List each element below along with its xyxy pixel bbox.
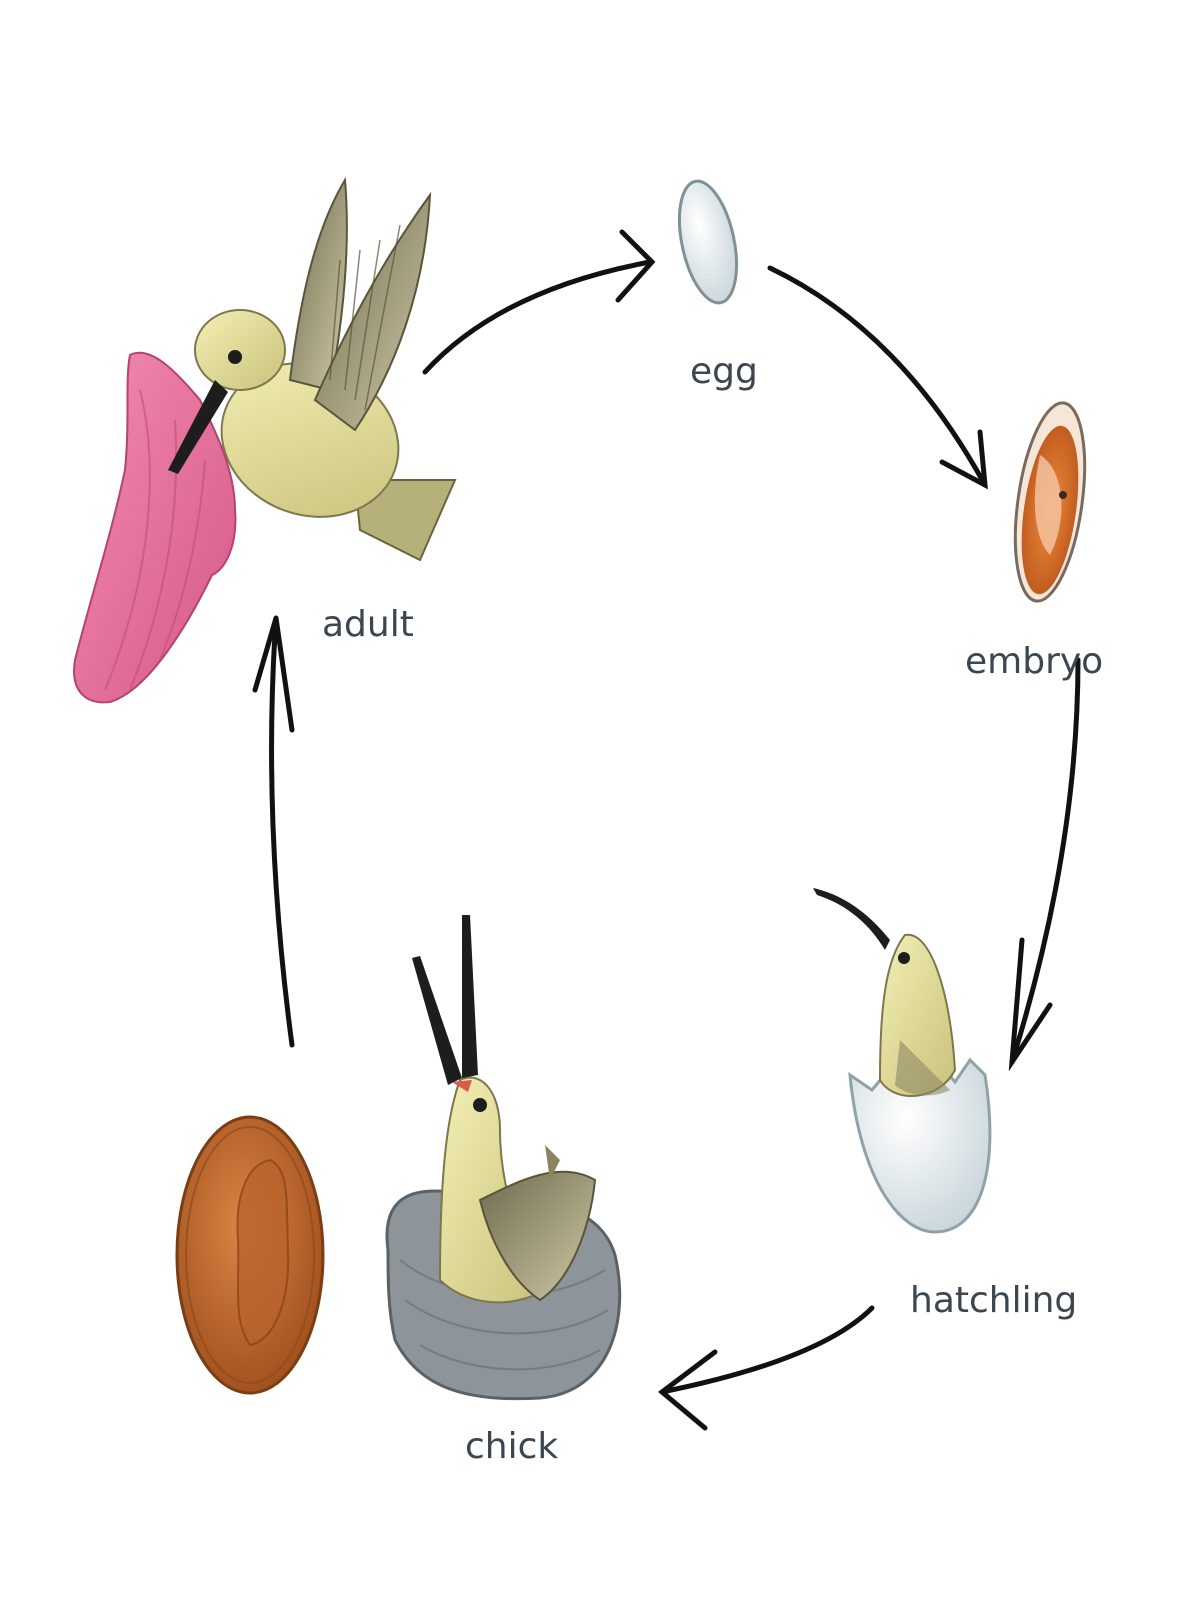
- arrow-hatchling-to-chick: [657, 1305, 875, 1431]
- label-egg: egg: [690, 351, 758, 392]
- embryo-illustration: [1013, 401, 1087, 603]
- penny-coin-illustration: [175, 1115, 325, 1395]
- label-chick: chick: [465, 1426, 558, 1467]
- hatchling-illustration: [813, 888, 992, 1234]
- arrow-egg-to-embryo: [767, 265, 988, 490]
- label-adult: adult: [322, 604, 414, 645]
- adult-hummingbird-illustration: [73, 176, 457, 704]
- label-embryo: embryo: [965, 641, 1103, 682]
- arrow-embryo-to-hatchling: [1008, 657, 1081, 1072]
- label-hatchling: hatchling: [910, 1280, 1077, 1321]
- arrow-chick-to-adult: [252, 615, 295, 1048]
- arrow-adult-to-egg: [422, 229, 656, 375]
- chick-in-nest-illustration: [385, 915, 622, 1401]
- egg-illustration: [677, 179, 739, 305]
